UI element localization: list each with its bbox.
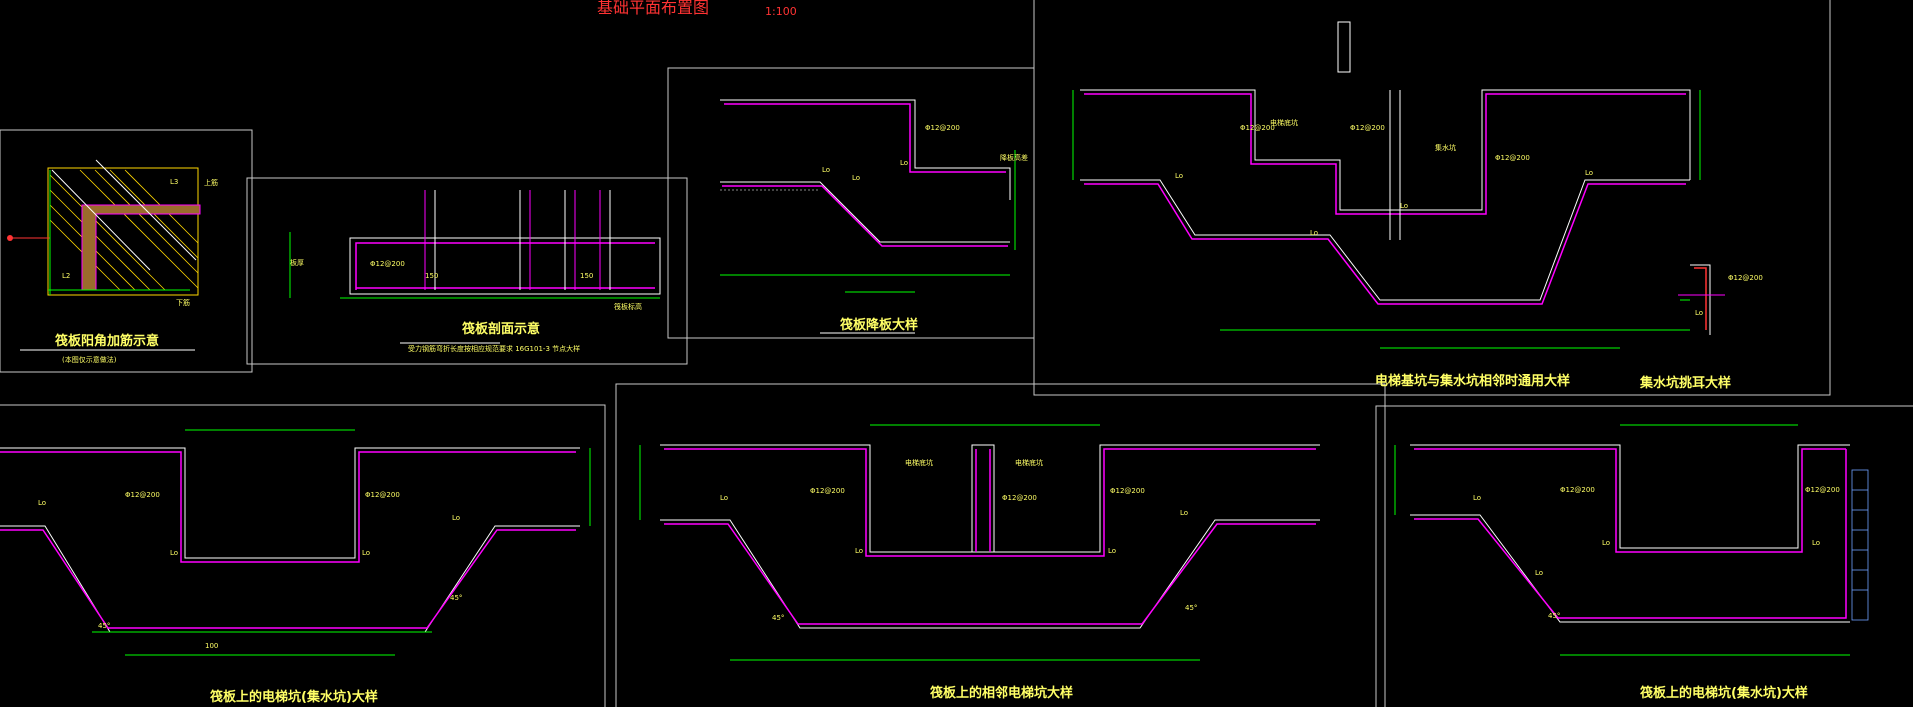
d4-lo-label-3: Lo xyxy=(1400,202,1408,210)
d7-lo-label-2: Lo xyxy=(855,547,863,555)
d6-lo-label-4: Lo xyxy=(452,514,460,522)
detail-2-label-thickness: 板厚 xyxy=(290,259,304,267)
d4-sump-label: 集水坑 xyxy=(1435,143,1456,152)
detail-7-annotations: Φ12@200 Φ12@200 Φ12@200 Lo Lo Lo Lo 电梯底坑… xyxy=(720,458,1197,622)
d7-rebar-label-1: Φ12@200 xyxy=(810,487,845,495)
detail-1-subtitle: (本图仅示意做法) xyxy=(62,356,117,364)
detail-7-drawing xyxy=(639,424,1320,661)
d7-pit-label-1: 电梯底坑 xyxy=(905,458,933,467)
d3-lo-label-1: Lo xyxy=(822,166,830,174)
detail-1-label-l3: L3 xyxy=(170,178,179,186)
detail-2-label-150b: 150 xyxy=(580,272,594,280)
detail-1-label-l2: L2 xyxy=(62,272,71,280)
d6-rebar-label-right: Φ12@200 xyxy=(365,491,400,499)
detail-8-drawing xyxy=(1394,424,1869,656)
d5-lo-label: Lo xyxy=(1695,309,1703,317)
d4-rebar-label-2: Φ12@200 xyxy=(1350,124,1385,132)
d6-lo-label-1: Lo xyxy=(38,499,46,507)
upper-annotations: Φ12@200 Lo Lo Lo 降板高差 Φ12@200 Φ12@200 Φ1… xyxy=(822,118,1763,317)
d7-lo-label-3: Lo xyxy=(1108,547,1116,555)
d6-angle-label-1: 45° xyxy=(98,622,110,630)
d6-dim-label: 100 xyxy=(205,642,218,650)
d7-rebar-label-3: Φ12@200 xyxy=(1110,487,1145,495)
d4-lo-label-1: Lo xyxy=(1175,172,1183,180)
detail-1-label-bottom: 下筋 xyxy=(176,299,190,307)
d6-lo-label-3: Lo xyxy=(362,549,370,557)
d8-angle-label: 45° xyxy=(1548,612,1560,620)
d7-lo-label-1: Lo xyxy=(720,494,728,502)
d7-pit-label-2: 电梯底坑 xyxy=(1015,458,1043,467)
detail-1-drawing xyxy=(7,159,201,351)
d8-lo-label-2: Lo xyxy=(1602,539,1610,547)
d7-angle-label-2: 45° xyxy=(1185,604,1197,612)
detail-2-label-level: 筏板标高 xyxy=(614,303,642,311)
detail-4-title: 电梯基坑与集水坑相邻时通用大样 xyxy=(1375,374,1571,389)
detail-2-note: 受力钢筋弯折长度按相应规范要求 16G101-3 节点大样 xyxy=(408,345,581,353)
detail-1-title: 筏板阳角加筋示意 xyxy=(55,334,160,349)
d7-angle-label-1: 45° xyxy=(772,614,784,622)
d8-rebar-label-right: Φ12@200 xyxy=(1805,486,1840,494)
d7-rebar-label-2: Φ12@200 xyxy=(1002,494,1037,502)
d3-lo-label-3: Lo xyxy=(900,159,908,167)
d6-angle-label-2: 45° xyxy=(450,594,462,602)
detail-2-drawing xyxy=(289,190,661,344)
detail-2-label-rebar: Φ12@200 xyxy=(370,260,405,268)
detail-5-drawing xyxy=(1678,264,1725,335)
d8-lo-label-3: Lo xyxy=(1812,539,1820,547)
d3-rebar-label: Φ12@200 xyxy=(925,124,960,132)
detail-3-title: 筏板降板大样 xyxy=(840,318,919,333)
d4-rebar-label-1: Φ12@200 xyxy=(1240,124,1275,132)
d4-lo-label-2: Lo xyxy=(1310,229,1318,237)
d7-lo-label-4: Lo xyxy=(1180,509,1188,517)
detail-6-drawing xyxy=(0,429,591,656)
drawing-scale: 1:100 xyxy=(765,5,797,18)
drawing-heading: 基础平面布置图 xyxy=(597,0,710,17)
d5-rebar-label: Φ12@200 xyxy=(1728,274,1763,282)
detail-8-annotations: Φ12@200 Φ12@200 Lo Lo Lo Lo 45° xyxy=(1473,486,1840,620)
d3-lo-label-2: Lo xyxy=(852,174,860,182)
d4-lo-label-4: Lo xyxy=(1585,169,1593,177)
detail-4-drawing xyxy=(1072,21,1701,349)
d8-lo-label-4: Lo xyxy=(1535,569,1543,577)
d4-pit-label: 电梯底坑 xyxy=(1270,118,1298,127)
d3-drop-label: 降板高差 xyxy=(1000,153,1028,162)
detail-6-annotations: Φ12@200 Φ12@200 Lo Lo Lo Lo 45° 45° 100 xyxy=(38,491,462,650)
d8-rebar-label-left: Φ12@200 xyxy=(1560,486,1595,494)
d4-rebar-label-3: Φ12@200 xyxy=(1495,154,1530,162)
detail-5-title: 集水坑挑耳大样 xyxy=(1640,376,1732,391)
detail-1-label-top: 上筋 xyxy=(204,179,218,187)
detail-2-title: 筏板剖面示意 xyxy=(462,322,541,337)
detail-2-label-150a: 150 xyxy=(425,272,439,280)
detail-3-drawing xyxy=(720,99,1016,334)
d6-rebar-label-left: Φ12@200 xyxy=(125,491,160,499)
d8-lo-label-1: Lo xyxy=(1473,494,1481,502)
detail-6-title: 筏板上的电梯坑(集水坑)大样 xyxy=(210,690,378,705)
d6-lo-label-2: Lo xyxy=(170,549,178,557)
detail-7-title: 筏板上的相邻电梯坑大样 xyxy=(930,686,1074,701)
detail-8-title: 筏板上的电梯坑(集水坑)大样 xyxy=(1640,686,1808,701)
